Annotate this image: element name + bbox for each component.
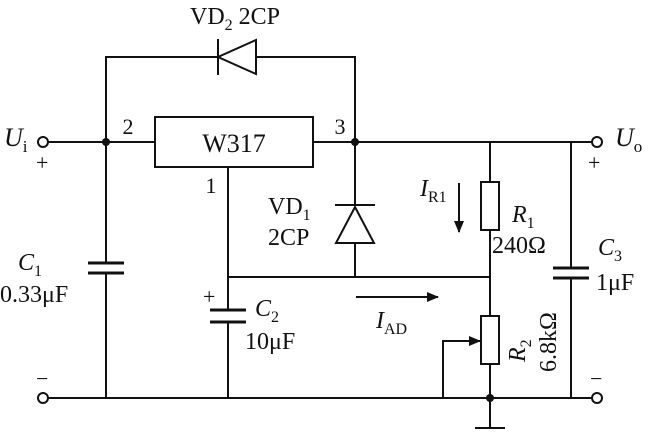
i-ad-label: IAD [375,308,407,338]
output-minus: − [590,366,602,391]
input-plus: + [36,150,48,175]
c2-value: 10μF [245,329,295,355]
regulator-pin-out: 3 [335,114,346,139]
input-terminal [37,136,49,148]
c2-plus: + [203,284,215,309]
wiring [47,56,593,429]
regulator-w317 [154,116,314,168]
c2-label: C2 [255,296,279,326]
junction-dot [486,394,494,402]
junction-dot [351,138,359,146]
capacitor-c1 [88,261,124,275]
input-minus: − [36,366,48,391]
output-plus: + [588,150,600,175]
resistor-r2 [480,315,500,365]
resistor-r1 [480,181,500,231]
regulator-pin-adj: 1 [206,173,217,198]
c3-value: 1μF [596,270,634,296]
junction-dot [102,138,110,146]
vd1-type: 2CP [268,225,309,251]
diode-vd1 [334,204,376,244]
capacitor-c2 [210,308,246,324]
r1-value: 240Ω [492,233,546,259]
c3-label: C3 [598,235,622,265]
output-label: Uo [615,123,642,156]
c1-label: C1 [18,250,42,280]
r2-label: R2 [505,339,535,363]
input-label: Ui [4,123,28,156]
r2-value: 6.8kΩ [536,312,562,372]
input-ground-terminal [37,392,49,404]
c1-value: 0.33μF [0,282,68,308]
vd1-label: VD1 [268,194,311,224]
regulator-label: W317 [202,129,266,158]
r1-label: R1 [511,202,535,232]
regulator-pin-in: 2 [123,114,134,139]
diode-vd2 [215,38,257,76]
i-r1-label: IR1 [419,176,447,206]
output-ground-terminal [591,392,603,404]
junctions [102,138,494,402]
terminals [37,136,603,404]
capacitor-c3 [553,266,589,280]
output-terminal [591,136,603,148]
